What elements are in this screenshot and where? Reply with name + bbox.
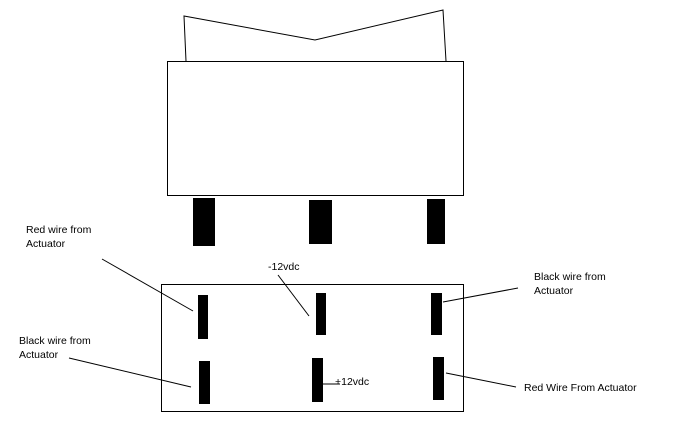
label-bottom-left-line1: Black wire from [19,335,91,347]
right-terminal [427,199,445,244]
leader-bottom-left [68,357,192,388]
label-bottom-left: Black wire from Actuator [19,334,91,362]
pin-top-right [431,293,442,335]
label-top-right-line1: Black wire from [534,271,606,283]
center-terminal [309,200,332,244]
label-bottom-right: Red Wire From Actuator [524,381,637,395]
label-top-left-line1: Red wire from [26,224,92,236]
pin-top-left [198,295,208,339]
label-top-right: Black wire from Actuator [534,270,606,298]
switch-housing [167,61,464,196]
label-negative-12vdc: -12vdc [268,261,300,273]
leader-bottom-right [445,372,517,388]
pin-bottom-left [199,361,210,404]
label-positive-12vdc: +12vdc [335,376,370,388]
leader-top-center [277,274,310,317]
label-top-left: Red wire from Actuator [26,223,91,251]
label-bottom-center: +12vdc [335,375,369,389]
label-bottom-left-line2: Actuator [19,349,59,361]
left-terminal [193,198,215,246]
label-top-right-line2: Actuator [534,285,574,297]
rocker-outline [183,9,447,62]
label-top-center: -12vdc [268,260,300,274]
label-bottom-right-text: Red Wire From Actuator [524,382,637,394]
leader-top-left [101,258,194,312]
pin-top-center [316,293,326,335]
pin-bottom-right [433,357,444,400]
pin-bottom-center [312,358,323,402]
label-top-left-line2: Actuator [26,238,66,250]
leader-top-right [442,287,519,303]
